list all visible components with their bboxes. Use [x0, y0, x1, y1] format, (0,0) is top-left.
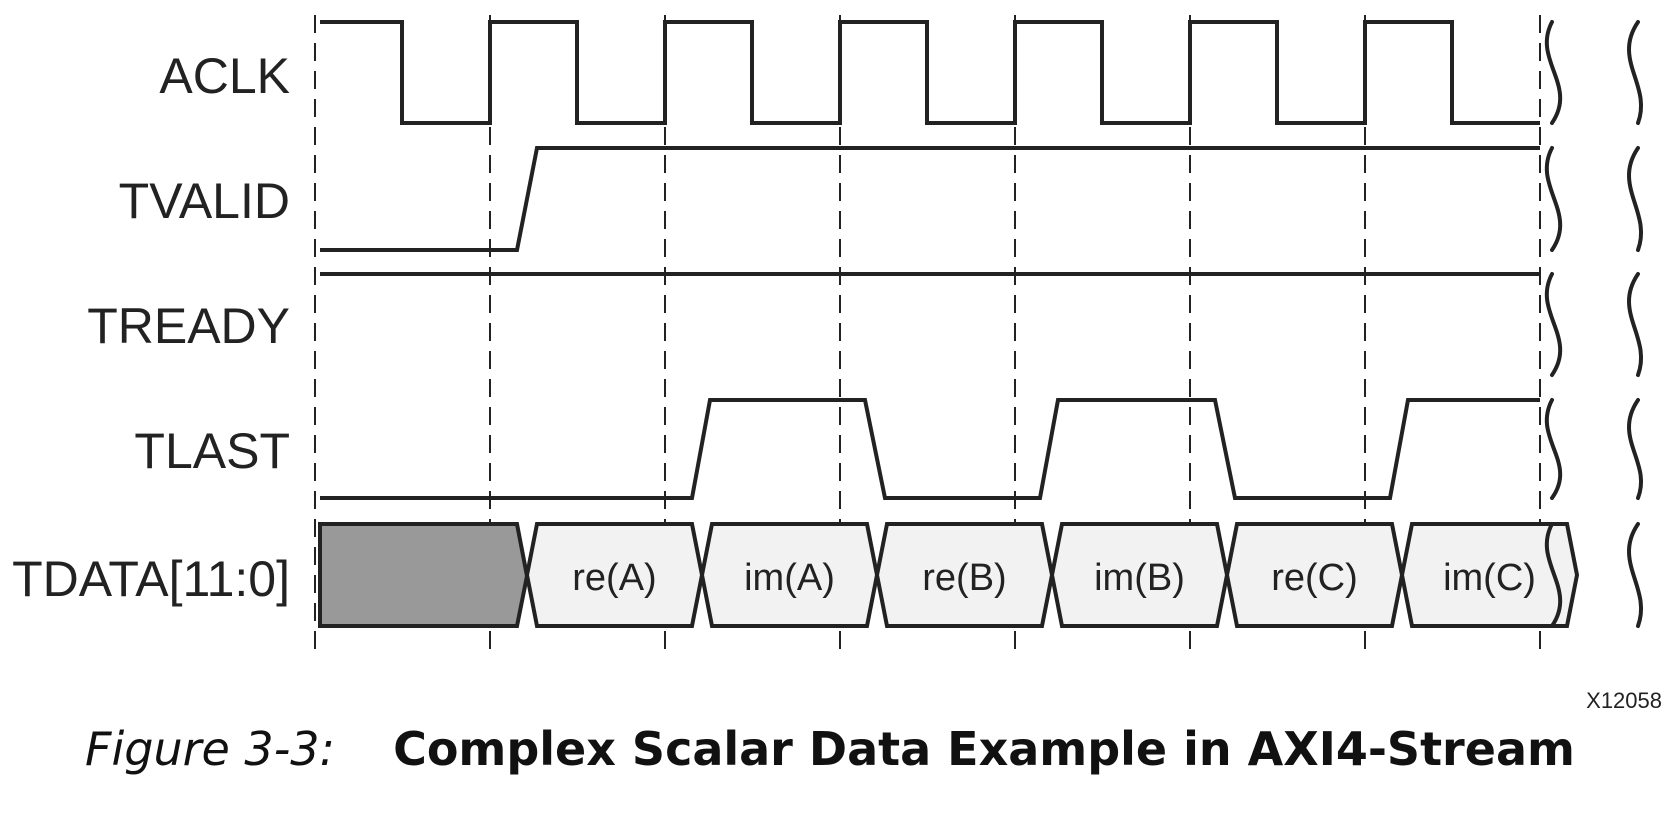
signal-label-tdata: TDATA[11:0] — [12, 551, 290, 607]
figure-caption: Figure 3-3: Complex Scalar Data Example i… — [85, 722, 1645, 776]
tdata-cell-label: im(A) — [744, 557, 835, 599]
tdata-cell-label: re(A) — [572, 557, 656, 599]
break-marker-tdata-far — [1627, 522, 1644, 628]
caption-number: Figure 3-3: — [85, 722, 336, 776]
tdata-cell-label: im(C) — [1443, 557, 1536, 599]
caption-title: Complex Scalar Data Example in AXI4-Stre… — [393, 722, 1575, 776]
break-marker-aclk-near — [1544, 20, 1563, 125]
break-marker-tlast-near — [1544, 398, 1563, 500]
tlast-waveform — [320, 398, 1540, 500]
break-marker-tvalid-near — [1544, 146, 1563, 252]
tdata-cell-label: im(B) — [1094, 557, 1185, 599]
tdata-idle-region — [318, 522, 530, 628]
signal-label-tready: TREADY — [87, 298, 290, 354]
break-marker-tvalid-far — [1627, 146, 1644, 252]
tdata-bus: re(A) im(A) re(B) im(B) re(C) im(C) — [318, 522, 1580, 628]
aclk-waveform — [320, 20, 1540, 125]
signal-label-aclk: ACLK — [159, 48, 290, 104]
timing-diagram: ACLK TVALID TREADY TLAST TDATA[11:0] re(… — [12, 15, 1662, 713]
break-marker-tdata-near — [1544, 522, 1563, 628]
break-marker-tready-far — [1627, 272, 1644, 377]
tdata-cells: re(A) im(A) re(B) im(B) re(C) im(C) — [524, 522, 1580, 628]
tdata-cell-label: re(B) — [922, 557, 1006, 599]
tdata-cell-label: re(C) — [1271, 557, 1358, 599]
signal-label-tlast: TLAST — [134, 423, 290, 479]
break-marker-tready-near — [1544, 272, 1563, 377]
figure-id: X12058 — [1586, 688, 1662, 713]
tdata-cell — [1399, 522, 1580, 628]
continuation-markers — [1544, 20, 1644, 628]
signal-label-tvalid: TVALID — [119, 173, 290, 229]
break-marker-aclk-far — [1627, 20, 1644, 125]
tvalid-waveform — [320, 146, 1540, 252]
break-marker-tlast-far — [1627, 398, 1644, 500]
